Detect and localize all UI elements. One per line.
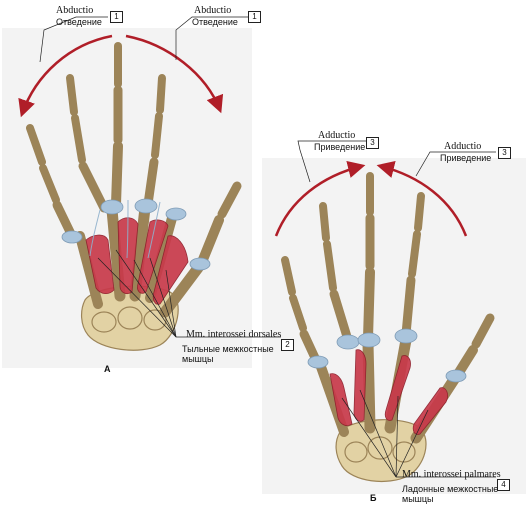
dorsal-interossei-ru-line1: Тыльные межкостные <box>182 344 274 354</box>
adduction-ru-left: Приведение <box>314 142 366 152</box>
abduction-latin-right: Abductio <box>194 5 232 16</box>
abduction-latin-left: Abductio <box>56 5 94 16</box>
hand-a-illustration <box>26 42 242 351</box>
panel-label-a: А <box>104 364 111 374</box>
hand-a-dorsal-interossei <box>85 217 189 305</box>
palmar-interossei-ru-line2: мышцы <box>402 494 434 504</box>
hand-a-joint-caps <box>61 198 211 271</box>
adduction-latin-left: Adductio <box>318 130 356 141</box>
adduction-arrows <box>274 160 468 237</box>
palmar-interossei-ru-line1: Ладонные межкостные <box>402 484 499 494</box>
adduction-latin-right: Adductio <box>444 141 482 152</box>
abduction-ru-right: Отведение <box>192 17 238 27</box>
dorsal-interossei-latin: Mm. interossei dorsales <box>186 329 282 340</box>
hand-a-tendons <box>89 199 161 259</box>
adduction-ru-right: Приведение <box>440 153 492 163</box>
panel-label-b: Б <box>370 493 377 503</box>
abduction-ru-left: Отведение <box>56 17 102 27</box>
palmar-interossei-latin: Mm. interossei palmares <box>402 469 501 480</box>
label-number-1-left: 1 <box>110 11 123 23</box>
abduction-arrows <box>18 34 224 118</box>
label-number-3-right: 3 <box>498 147 511 159</box>
hand-b-joint-caps <box>307 328 467 383</box>
leader-lines <box>39 16 496 478</box>
label-number-3-left: 3 <box>366 137 379 149</box>
label-number-4: 4 <box>497 479 510 491</box>
label-number-1-right: 1 <box>248 11 261 23</box>
dorsal-interossei-ru-line2: мышцы <box>182 354 214 364</box>
label-number-2: 2 <box>281 339 294 351</box>
